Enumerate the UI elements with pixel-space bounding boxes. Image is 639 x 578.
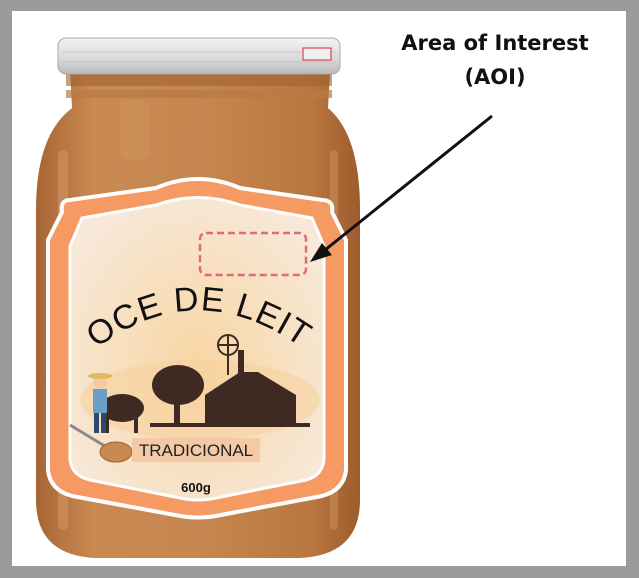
variety-text: TRADICIONAL <box>139 441 253 460</box>
arrow-icon <box>310 114 493 262</box>
aoi-annotation-title: Area of Interest <box>401 31 589 55</box>
aoi-annotation: Area of Interest (AOI) <box>360 26 630 94</box>
farmer-and-cow <box>88 373 144 433</box>
aoi-box <box>198 231 308 277</box>
jar-lid <box>57 37 341 75</box>
variety-badge: TRADICIONAL <box>132 438 260 462</box>
net-weight: 600g <box>181 480 211 495</box>
farm-scene <box>150 334 310 427</box>
aoi-annotation-abbrev: (AOI) <box>464 65 526 89</box>
